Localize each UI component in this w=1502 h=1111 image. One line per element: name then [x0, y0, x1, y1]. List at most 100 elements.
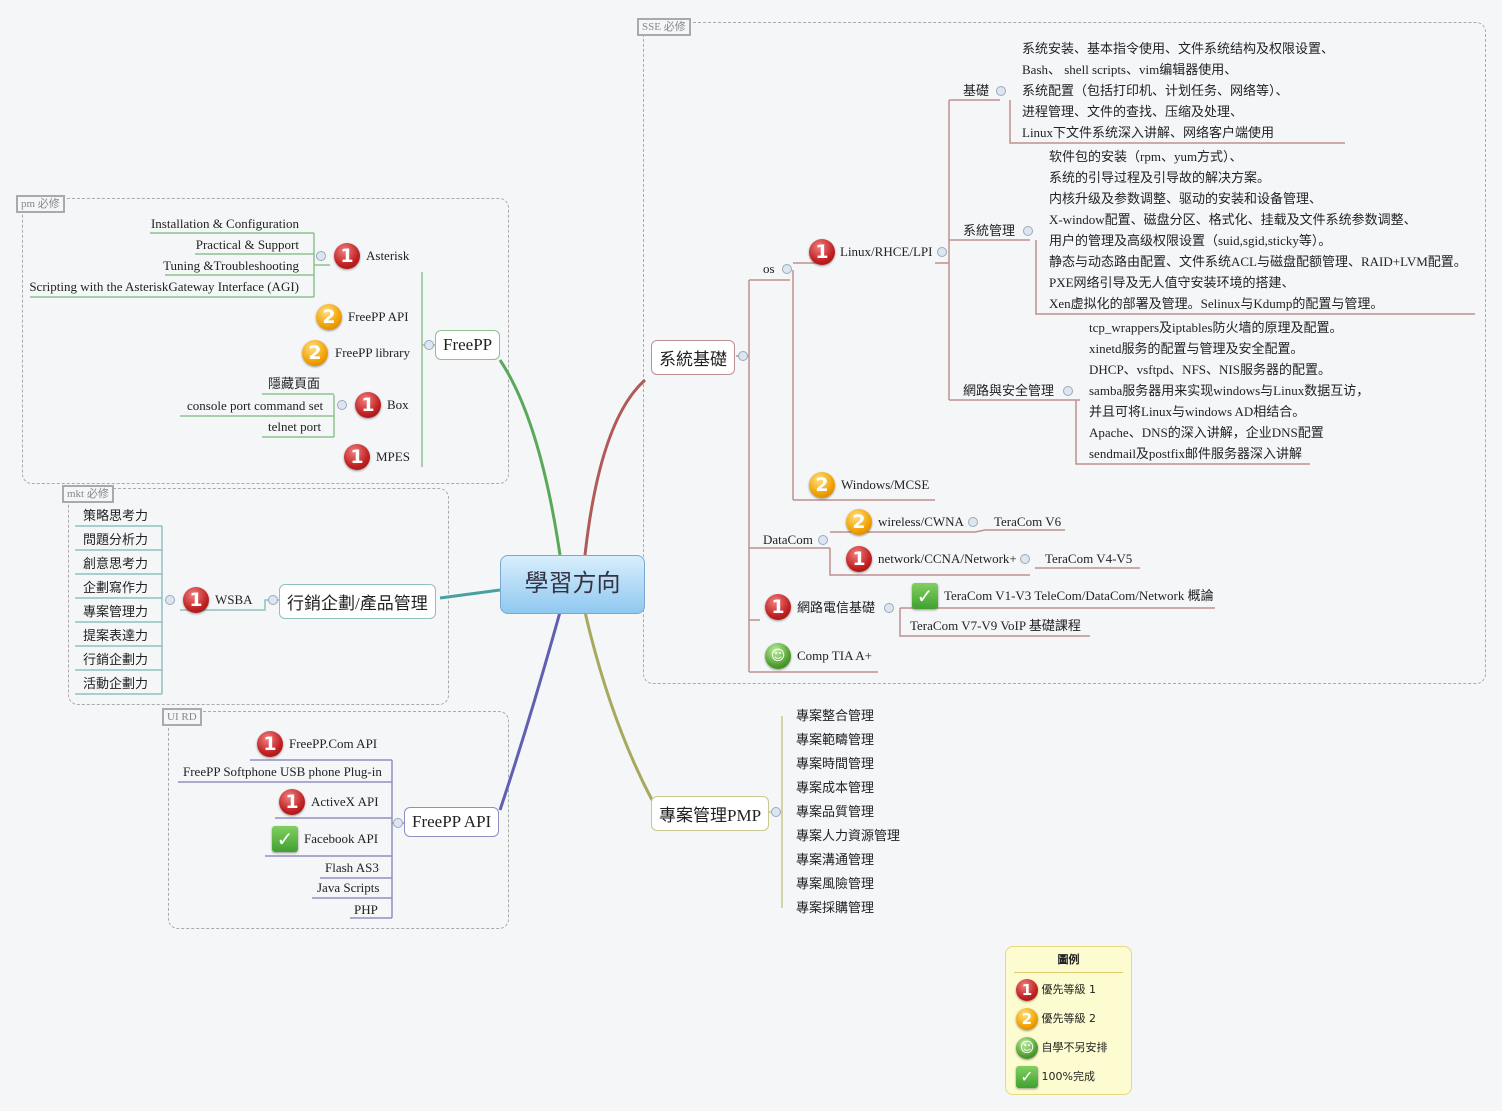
- node-teracom-v4[interactable]: TeraCom V4-V5: [1045, 551, 1133, 566]
- marketing-item[interactable]: 企劃寫作力: [83, 580, 149, 595]
- node-mgmt[interactable]: 系統管理: [963, 223, 1016, 238]
- api-item[interactable]: Flash AS3: [325, 860, 379, 875]
- node-freepp-api[interactable]: FreePP API: [348, 309, 409, 324]
- line-central-mkt: [439, 588, 501, 600]
- node-os[interactable]: os: [763, 261, 775, 276]
- net-item: sendmail及postfix邮件服务器深入讲解: [1089, 446, 1303, 461]
- api-item[interactable]: Java Scripts: [317, 880, 380, 895]
- collapse-icon[interactable]: [771, 807, 781, 817]
- pmp-item[interactable]: 專案整合管理: [796, 708, 875, 723]
- asterisk-item[interactable]: Installation & Configuration: [150, 216, 299, 231]
- node-linux[interactable]: Linux/RHCE/LPI: [840, 244, 933, 259]
- node-asterisk[interactable]: Asterisk: [366, 248, 410, 263]
- collapse-icon[interactable]: [337, 400, 347, 410]
- marketing-item[interactable]: 創意思考力: [83, 556, 149, 571]
- box-item[interactable]: 隱藏頁面: [268, 376, 321, 391]
- pmp-item[interactable]: 專案人力資源管理: [796, 828, 901, 843]
- topic-pmp[interactable]: 專案管理PMP: [651, 796, 770, 831]
- boundary-label-sse: SSE 必修: [637, 18, 691, 36]
- node-teracom-v7[interactable]: TeraCom V7-V9 VoIP 基礎課程: [910, 618, 1081, 633]
- check-icon: ✓: [272, 826, 298, 852]
- topic-marketing[interactable]: 行銷企劃/產品管理: [279, 584, 436, 619]
- asterisk-item[interactable]: Scripting with the AsteriskGateway Inter…: [29, 279, 299, 294]
- collapse-icon[interactable]: [1023, 226, 1033, 236]
- collapse-icon[interactable]: [268, 595, 278, 605]
- node-telecom[interactable]: 網路電信基礎: [797, 600, 876, 615]
- api-item[interactable]: PHP: [354, 902, 378, 917]
- legend-label: 優先等級 1: [1041, 983, 1097, 996]
- collapse-icon[interactable]: [818, 535, 828, 545]
- pmp-item[interactable]: 專案採購管理: [796, 900, 875, 915]
- marketing-item[interactable]: 行銷企劃力: [83, 652, 149, 667]
- priority-1-icon: 1: [344, 444, 370, 470]
- node-comptia[interactable]: Comp TIA A+: [797, 648, 872, 663]
- node-teracom-v1[interactable]: TeraCom V1-V3 TeleCom/DataCom/Network 概論: [944, 588, 1214, 603]
- smiley-icon: ☺: [1016, 1037, 1038, 1059]
- asterisk-item[interactable]: Tuning &Troubleshooting: [163, 258, 299, 273]
- node-basic[interactable]: 基礎: [963, 83, 990, 98]
- api-item[interactable]: FreePP.Com API: [289, 736, 378, 751]
- api-item[interactable]: Facebook API: [304, 831, 379, 846]
- collapse-icon[interactable]: [937, 247, 947, 257]
- node-wsba[interactable]: WSBA: [215, 592, 253, 607]
- priority-2-icon: 2: [809, 472, 835, 498]
- collapse-icon[interactable]: [165, 595, 175, 605]
- node-freepp-library[interactable]: FreePP library: [335, 345, 410, 360]
- net-item: Apache、DNS的深入讲解，企业DNS配置: [1089, 425, 1324, 440]
- marketing-item[interactable]: 提案表達力: [83, 628, 149, 643]
- legend-item: ☺ 自學不另安排: [1016, 1037, 1131, 1059]
- box-item[interactable]: console port command set: [187, 398, 324, 413]
- central-topic[interactable]: 學習方向: [500, 555, 645, 614]
- collapse-icon[interactable]: [1063, 386, 1073, 396]
- net-item: samba服务器用来实现windows与Linux数据互访，: [1089, 383, 1370, 398]
- collapse-icon[interactable]: [738, 351, 748, 361]
- pmp-item[interactable]: 專案品質管理: [796, 804, 875, 819]
- node-teracom-v6[interactable]: TeraCom V6: [994, 514, 1062, 529]
- node-mpes[interactable]: MPES: [376, 449, 410, 464]
- node-net[interactable]: 網路與安全管理: [963, 383, 1055, 398]
- topic-freepp[interactable]: FreePP: [435, 330, 501, 360]
- box-item[interactable]: telnet port: [268, 419, 322, 434]
- node-network[interactable]: network/CCNA/Network+: [878, 551, 1017, 566]
- collapse-icon[interactable]: [1020, 554, 1030, 564]
- net-item: DHCP、vsftpd、NFS、NIS服务器的配置。: [1089, 362, 1331, 377]
- pmp-item[interactable]: 專案溝通管理: [796, 852, 875, 867]
- priority-1-icon: 1: [257, 731, 283, 757]
- topic-api[interactable]: FreePP API: [404, 807, 500, 837]
- line-central-pmp: [583, 611, 654, 801]
- basic-item: Linux下文件系统深入讲解、网络客户端使用: [1022, 125, 1275, 140]
- node-datacom[interactable]: DataCom: [763, 532, 813, 547]
- asterisk-item[interactable]: Practical & Support: [195, 237, 299, 252]
- collapse-icon[interactable]: [782, 264, 792, 274]
- topic-sys[interactable]: 系統基礎: [651, 340, 735, 375]
- node-windows[interactable]: Windows/MCSE: [841, 477, 930, 492]
- collapse-icon[interactable]: [996, 86, 1006, 96]
- legend-label: 優先等級 2: [1041, 1012, 1097, 1025]
- pmp-item[interactable]: 專案範疇管理: [796, 732, 875, 747]
- collapse-icon[interactable]: [424, 340, 434, 350]
- priority-1-icon: 1: [809, 239, 835, 265]
- pmp-item[interactable]: 專案時間管理: [796, 756, 875, 771]
- smiley-icon: ☺: [765, 643, 791, 669]
- api-item[interactable]: FreePP Softphone USB phone Plug-in: [183, 764, 382, 779]
- marketing-item[interactable]: 策略思考力: [83, 508, 149, 523]
- collapse-icon[interactable]: [393, 818, 403, 828]
- collapse-icon[interactable]: [968, 517, 978, 527]
- node-box[interactable]: Box: [387, 397, 409, 412]
- priority-1-icon: 1: [334, 243, 360, 269]
- pmp-item[interactable]: 專案成本管理: [796, 780, 875, 795]
- marketing-item[interactable]: 專案管理力: [83, 604, 149, 619]
- pmp-item[interactable]: 專案風險管理: [796, 876, 875, 891]
- priority-1-icon: 1: [279, 789, 305, 815]
- marketing-item[interactable]: 問題分析力: [83, 532, 149, 547]
- marketing-item[interactable]: 活動企劃力: [83, 676, 149, 691]
- collapse-icon[interactable]: [316, 251, 326, 261]
- priority-1-icon: 1: [1016, 979, 1038, 1001]
- legend-item: ✓ 100%完成: [1016, 1066, 1126, 1088]
- mkt-tree: [75, 525, 279, 695]
- boundary-label-uird: UI RD: [162, 708, 202, 726]
- collapse-icon[interactable]: [884, 603, 894, 613]
- api-item[interactable]: ActiveX API: [311, 794, 379, 809]
- node-wireless[interactable]: wireless/CWNA: [878, 514, 964, 529]
- priority-1-icon: 1: [355, 392, 381, 418]
